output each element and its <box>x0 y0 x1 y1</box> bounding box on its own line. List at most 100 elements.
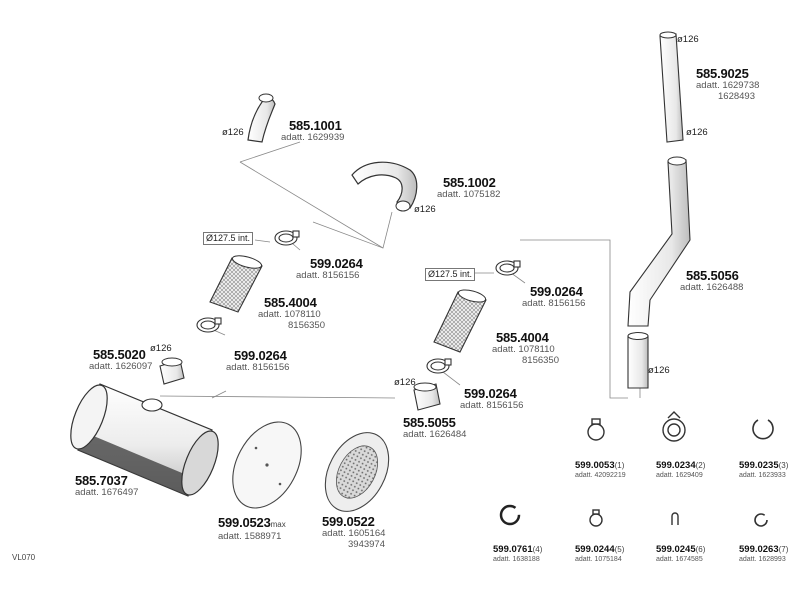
kit-label-2: 599.0234(2) adatt. 1629409 <box>656 456 705 479</box>
diagram-code: VL070 <box>12 553 36 562</box>
part-adapt: adatt. 8156156 <box>296 270 360 281</box>
kit-part-adapt: adatt. 42092219 <box>575 472 626 479</box>
kit-part-index: (2) <box>695 461 706 470</box>
part-adapt: adatt. 1629939 <box>281 132 345 143</box>
kit-part-number: 599.0263 <box>739 544 779 555</box>
part-adapt: adatt. 1676497 <box>75 487 139 498</box>
part-number: 585.1001 <box>289 118 342 133</box>
kit-part-index: (6) <box>695 545 706 554</box>
gasket-ring-icon[interactable] <box>499 504 521 526</box>
label-585-5020: 585.5020 adatt. 1626097 <box>89 347 152 372</box>
part-number: 599.0522 <box>322 514 375 529</box>
flex-pipe-585-4004-a[interactable] <box>209 253 263 313</box>
hose-585-1001[interactable] <box>247 97 276 143</box>
kit-label-1: 599.0053(1) adatt. 42092219 <box>575 456 626 479</box>
kit-label-4: 599.0761(4) adatt. 1638188 <box>493 540 542 563</box>
kit-part-index: (1) <box>614 461 625 470</box>
kit-part-index: (5) <box>614 545 625 554</box>
hose-585-1002[interactable] <box>351 161 418 209</box>
part-adapt: adatt. 8156156 <box>460 400 524 411</box>
part-number: 585.5055 <box>403 415 456 430</box>
part-number: 599.0264 <box>530 284 583 299</box>
diameter-label: ø126 <box>686 127 708 138</box>
pipe-585-5020[interactable] <box>159 357 185 385</box>
part-number: 585.5020 <box>93 347 146 362</box>
part-adapt: adatt. 1629738 <box>696 80 760 91</box>
grill-plate-599-0522[interactable] <box>313 422 402 522</box>
flex-pipe-585-4004-b[interactable] <box>433 288 487 353</box>
label-599-0264: 599.0264 adatt. 8156156 <box>460 386 523 411</box>
kit-part-number: 599.0244 <box>575 544 615 555</box>
part-number: 599.0264 <box>234 348 287 363</box>
part-number: 599.0264 <box>464 386 517 401</box>
part-adapt: adatt. 1078110 <box>492 344 555 355</box>
kit-part-number: 599.0761 <box>493 544 533 555</box>
part-adapt-2: 1628493 <box>718 90 755 102</box>
clamp-599-0264-c[interactable] <box>495 260 521 276</box>
kit-label-5: 599.0244(5) adatt. 1075184 <box>575 540 624 563</box>
v-clamp-icon[interactable] <box>662 411 686 442</box>
part-number: 585.4004 <box>264 295 317 310</box>
part-adapt: adatt. 8156156 <box>522 298 586 309</box>
label-599-0264: 599.0264 adatt. 8156156 <box>226 348 289 373</box>
kit-part-number: 599.0245 <box>656 544 696 555</box>
part-number: 599.0264 <box>310 256 363 271</box>
split-ring-icon[interactable] <box>754 513 768 527</box>
silencer-585-7037[interactable] <box>63 380 225 500</box>
kit-part-adapt: adatt. 1629409 <box>656 472 703 479</box>
kit-label-6: 599.0245(6) adatt. 1674585 <box>656 540 705 563</box>
diameter-label: ø126 <box>677 34 699 45</box>
label-585-5056: 585.5056 adatt. 1626488 <box>680 268 743 293</box>
pipe-585-5056[interactable] <box>627 156 691 389</box>
pipe-585-5055[interactable] <box>413 382 441 411</box>
clamp-599-0264-a[interactable] <box>274 230 300 246</box>
part-adapt-2: 3943974 <box>348 538 385 550</box>
kit-part-index: (7) <box>778 545 789 554</box>
kit-part-number: 599.0235 <box>739 460 779 471</box>
label-585-1002: 585.1002 adatt. 1075182 <box>437 175 500 200</box>
diameter-label: ø126 <box>150 343 172 354</box>
kit-part-number: 599.0234 <box>656 460 696 471</box>
part-number: 585.7037 <box>75 473 128 488</box>
clamp-599-0264-b[interactable] <box>196 317 222 333</box>
part-adapt: adatt. 1626484 <box>403 429 467 440</box>
kit-part-adapt: adatt. 1638188 <box>493 556 540 563</box>
label-599-0264: 599.0264 adatt. 8156156 <box>522 284 585 309</box>
kit-part-index: (3) <box>778 461 789 470</box>
part-adapt: adatt. 8156156 <box>226 362 290 373</box>
part-number: 585.4004 <box>496 330 549 345</box>
clamp-599-0264-d[interactable] <box>426 358 452 374</box>
label-599-0522: 599.0522 adatt. 1605164 3943974 <box>322 515 385 549</box>
label-585-4004: 585.4004 adatt. 1078110 8156350 <box>258 295 325 331</box>
inner-diameter-box: Ø127.5 int. <box>425 268 476 281</box>
kit-part-number: 599.0053 <box>575 460 615 471</box>
small-clamp-icon[interactable] <box>589 509 603 527</box>
part-number: 585.1002 <box>443 175 496 190</box>
diameter-label: ø126 <box>414 204 436 215</box>
open-clamp-icon[interactable] <box>752 419 774 440</box>
diameter-label: ø126 <box>648 365 670 376</box>
part-adapt-2: 8156350 <box>522 354 559 366</box>
kit-label-3: 599.0235(3) adatt. 1623933 <box>739 456 788 479</box>
label-599-0264: 599.0264 adatt. 8156156 <box>296 256 363 281</box>
part-number: 599.0523 <box>218 515 271 530</box>
label-585-4004: 585.4004 adatt. 1078110 8156350 <box>492 330 559 366</box>
label-585-7037: 585.7037 adatt. 1676497 <box>75 474 138 498</box>
part-adapt: adatt. 1588971 <box>218 531 282 542</box>
u-bolt-icon[interactable] <box>671 512 679 525</box>
part-adapt: adatt. 1075182 <box>437 189 501 200</box>
part-adapt: adatt. 1626488 <box>680 282 744 293</box>
kit-part-adapt: adatt. 1628993 <box>739 556 786 563</box>
part-note: max <box>270 520 286 529</box>
label-585-9025: 585.9025 adatt. 1629738 1628493 <box>696 67 759 101</box>
pipe-585-9025[interactable] <box>659 31 684 143</box>
band-clamp-icon[interactable] <box>587 418 605 441</box>
part-adapt-2: 8156350 <box>288 319 325 331</box>
kit-part-index: (4) <box>532 545 543 554</box>
part-number: 585.9025 <box>696 66 749 81</box>
kit-part-adapt: adatt. 1623933 <box>739 472 786 479</box>
diameter-label: ø126 <box>222 127 244 138</box>
inner-diameter-box: Ø127.5 int. <box>203 232 254 245</box>
kit-label-7: 599.0263(7) adatt. 1628993 <box>739 540 788 563</box>
part-number: 585.5056 <box>686 268 739 283</box>
